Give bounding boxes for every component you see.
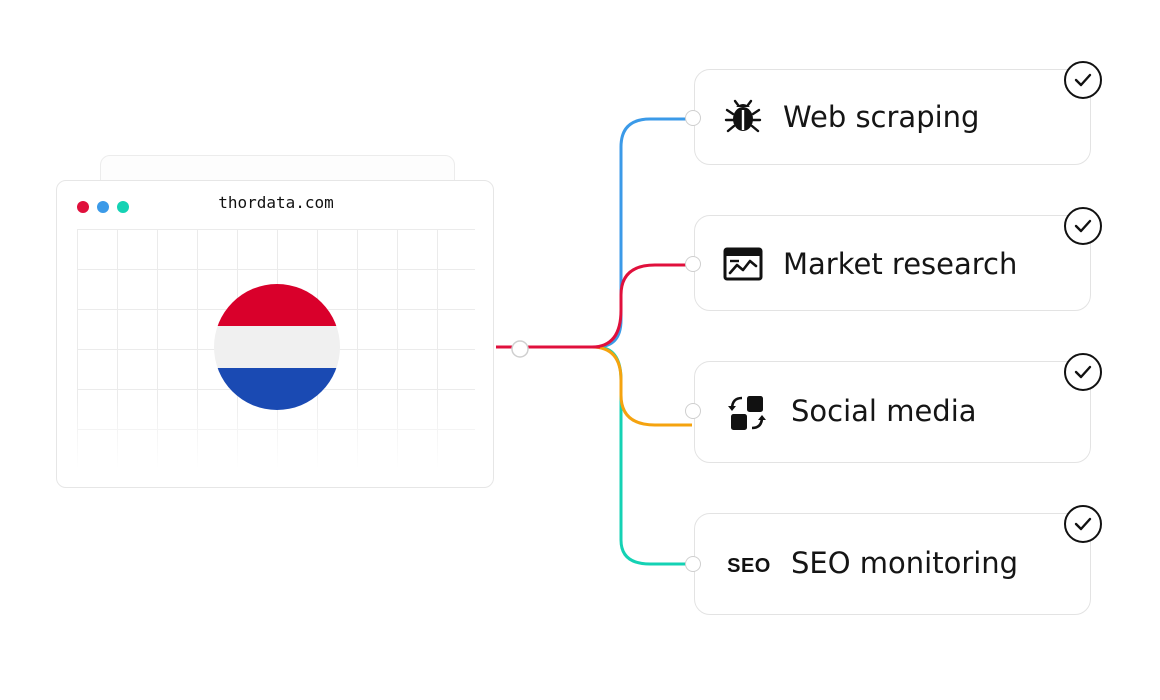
- connector-social-media: [591, 345, 692, 427]
- use-case-card-market-research[interactable]: Market research: [694, 215, 1091, 311]
- swap-squares-icon: [727, 393, 767, 433]
- chart-window-icon: [723, 244, 763, 284]
- use-case-label: SEO monitoring: [791, 546, 1019, 580]
- connector-web-scraping: [595, 117, 692, 349]
- connector-seo-monitoring: [595, 345, 692, 566]
- browser-window: thordata.com: [56, 180, 494, 488]
- card-port-web-scraping: [685, 110, 701, 126]
- use-case-card-web-scraping[interactable]: Web scraping: [694, 69, 1091, 165]
- connector-market-research: [591, 263, 692, 349]
- window-dot-red: [77, 201, 89, 213]
- bug-icon: [723, 97, 763, 137]
- use-case-label: Web scraping: [783, 100, 980, 134]
- use-case-card-social-media[interactable]: Social media: [694, 361, 1091, 463]
- seo-icon: SEO: [727, 554, 771, 577]
- window-dot-teal: [117, 201, 129, 213]
- browser-url: thordata.com: [218, 193, 334, 212]
- check-icon: [1064, 505, 1102, 543]
- trunk-port: [511, 340, 529, 358]
- use-case-label: Social media: [791, 394, 977, 428]
- use-case-label: Market research: [783, 247, 1018, 281]
- card-port-seo-monitoring: [685, 556, 701, 572]
- check-icon: [1064, 61, 1102, 99]
- check-icon: [1064, 353, 1102, 391]
- card-port-market-research: [685, 256, 701, 272]
- netherlands-flag-icon: [214, 284, 340, 410]
- flag-stripe-white: [214, 326, 340, 368]
- window-dot-blue: [97, 201, 109, 213]
- check-icon: [1064, 207, 1102, 245]
- use-case-card-seo-monitoring[interactable]: SEO SEO monitoring: [694, 513, 1091, 615]
- card-port-social-media: [685, 403, 701, 419]
